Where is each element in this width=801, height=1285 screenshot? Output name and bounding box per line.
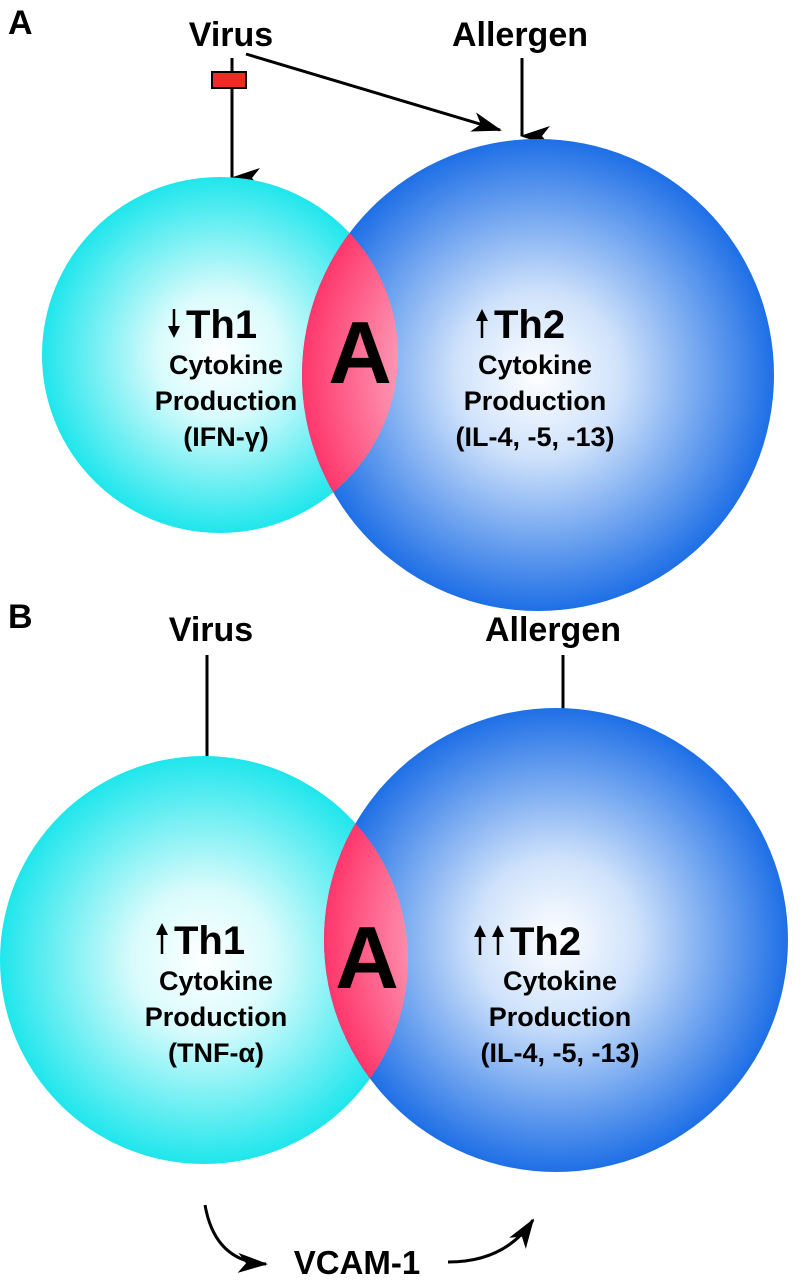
panel-label: A bbox=[8, 4, 33, 42]
th1-line3: (TNF-α) bbox=[168, 1038, 264, 1068]
panel-a: A Virus Allergen A Th1 Cytokine Producti… bbox=[8, 4, 774, 611]
th2-line2: Production bbox=[464, 386, 607, 416]
th2-double-up-arrow-icon bbox=[474, 925, 504, 955]
allergen-label: Allergen bbox=[485, 611, 621, 649]
overlap-label: A bbox=[335, 908, 399, 1007]
th2-title: Th2 bbox=[510, 920, 581, 964]
th2-line1: Cytokine bbox=[503, 966, 617, 996]
vcam-left-curve-arrow bbox=[203, 1204, 268, 1273]
th1-line2: Production bbox=[155, 386, 298, 416]
th1-line1: Cytokine bbox=[169, 350, 283, 380]
th1-circle bbox=[42, 177, 398, 533]
th2-line3: (IL-4, -5, -13) bbox=[480, 1038, 639, 1068]
allergen-label: Allergen bbox=[452, 16, 588, 54]
th2-circle bbox=[324, 708, 788, 1172]
overlap-label: A bbox=[328, 303, 392, 402]
vcam-right-curve-arrow bbox=[447, 1218, 535, 1264]
virus-label: Virus bbox=[189, 16, 273, 54]
virus-to-th2-arrow bbox=[245, 52, 502, 132]
th1-circle bbox=[0, 756, 408, 1164]
th1-title: Th1 bbox=[174, 919, 245, 963]
virus-label: Virus bbox=[169, 611, 253, 649]
th1-title: Th1 bbox=[186, 303, 257, 347]
th2-up-arrow-icon bbox=[476, 309, 488, 338]
th1-line2: Production bbox=[145, 1002, 288, 1032]
th2-line2: Production bbox=[489, 1002, 632, 1032]
vcam-label: VCAM-1 bbox=[294, 1244, 421, 1280]
th1-up-arrow-icon bbox=[156, 923, 168, 954]
panel-b: B Virus Allergen A Th1 Cytokine Producti… bbox=[0, 598, 788, 1281]
th2-circle bbox=[302, 139, 774, 611]
th2-line1: Cytokine bbox=[478, 350, 592, 380]
th1-line1: Cytokine bbox=[159, 966, 273, 996]
th2-title: Th2 bbox=[494, 303, 565, 347]
inhibition-bar-icon bbox=[211, 71, 247, 89]
panel-label: B bbox=[8, 598, 33, 636]
th1-down-arrow-icon bbox=[168, 309, 180, 338]
th2-line3: (IL-4, -5, -13) bbox=[455, 422, 614, 452]
th1-line3: (IFN-γ) bbox=[183, 422, 268, 452]
